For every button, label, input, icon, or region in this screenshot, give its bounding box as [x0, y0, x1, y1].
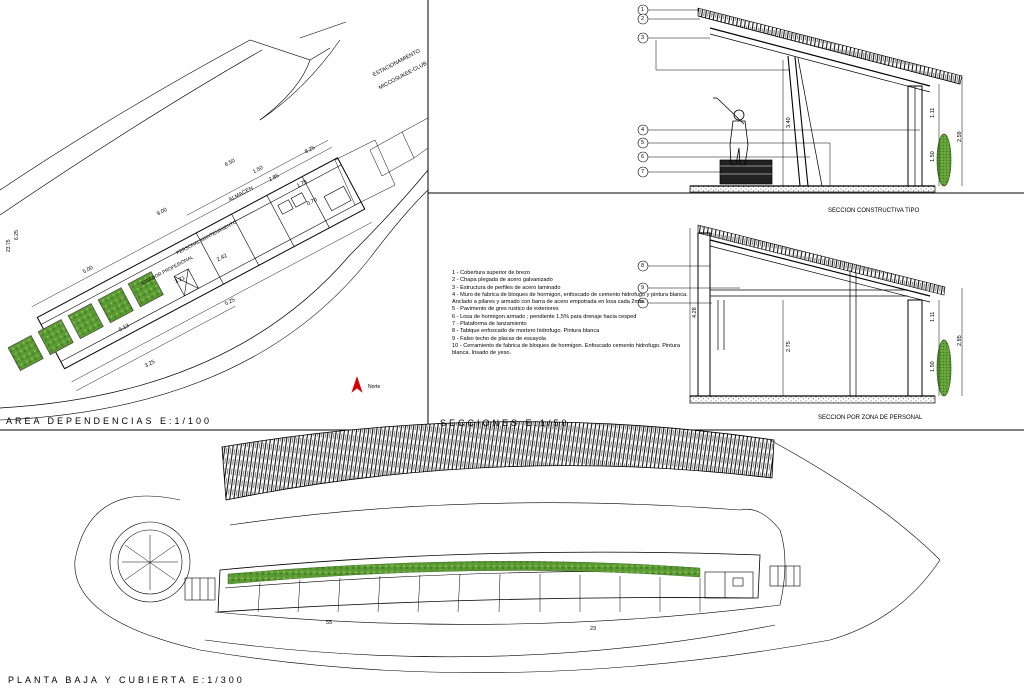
callout-10: 10 — [639, 300, 645, 305]
golfer-figure — [713, 97, 749, 166]
area-title: AREA DEPENDENCIAS E:1/100 — [6, 416, 213, 426]
callout-markers — [637, 4, 649, 178]
section-staff — [637, 224, 963, 404]
area-plan — [0, 21, 429, 421]
legend-item: 1 - Cobertura superior de brezo — [452, 270, 531, 276]
plan-dim: 55 — [326, 620, 333, 626]
callout-5: 5 — [641, 140, 645, 146]
plan-dim: 23 — [590, 626, 597, 632]
callout-1: 1 — [641, 7, 645, 13]
height-label: 2.85 — [957, 335, 963, 346]
legend-item: 3 - Estructura de perfiles de acero lami… — [452, 284, 561, 291]
construction-legend: 1 - Cobertura superior de brezo 2 - Chap… — [452, 270, 697, 358]
height-label: 1.11 — [930, 107, 936, 118]
callout-9: 9 — [641, 285, 645, 291]
legend-item: 6 - Losa de hormigon armado ; pendiente … — [452, 313, 637, 320]
legend-item: 2 - Chapa plegada de acero galvanizado — [452, 277, 553, 284]
callout-6: 6 — [641, 154, 645, 160]
legend-item: 9 - Falso techo de placas de escayola — [452, 335, 546, 342]
tee-mats — [227, 561, 701, 585]
section-constructive — [637, 4, 963, 193]
height-label: 2.75 — [786, 341, 792, 352]
height-label: 3.40 — [786, 117, 792, 128]
height-label: 1.50 — [930, 151, 936, 162]
section2-caption: SECCION POR ZONA DE PERSONAL — [818, 415, 923, 421]
dim-label: 6.25 — [14, 230, 20, 240]
height-label: 2.59 — [957, 131, 963, 142]
legend-item: 4 - Muro de fabrica de bloques de hormig… — [452, 291, 688, 306]
dim-label: 23.75 — [6, 239, 12, 252]
callout-2: 2 — [641, 16, 645, 22]
plan-title: PLANTA BAJA Y CUBIERTA E:1/300 — [8, 675, 245, 685]
section1-caption: SECCION CONSTRUCTIVA TIPO — [828, 208, 920, 214]
legend-item: 10 - Cerramiento de fabrica de bloques d… — [452, 342, 680, 357]
ground-plan — [74, 421, 941, 674]
north-label: Norte — [368, 384, 381, 390]
height-label: 1.11 — [930, 311, 936, 322]
legend-item: 7 - Plataforma de lanzamiento — [452, 321, 527, 328]
callout-4: 4 — [641, 127, 645, 133]
callout-3: 3 — [641, 35, 645, 41]
sections-title: SECCIONES E:1/50 — [440, 418, 570, 428]
callout-8: 8 — [641, 263, 645, 269]
legend-item: 8 - Tabique enfoscado de mortero hidrofu… — [452, 328, 600, 335]
height-label: 1.50 — [930, 361, 936, 372]
grass-tees — [7, 271, 164, 372]
legend-item: 5 - Pavimento de gres rustico de exterio… — [452, 306, 559, 313]
callout-7: 7 — [641, 169, 645, 175]
north-arrow-icon — [351, 376, 363, 393]
